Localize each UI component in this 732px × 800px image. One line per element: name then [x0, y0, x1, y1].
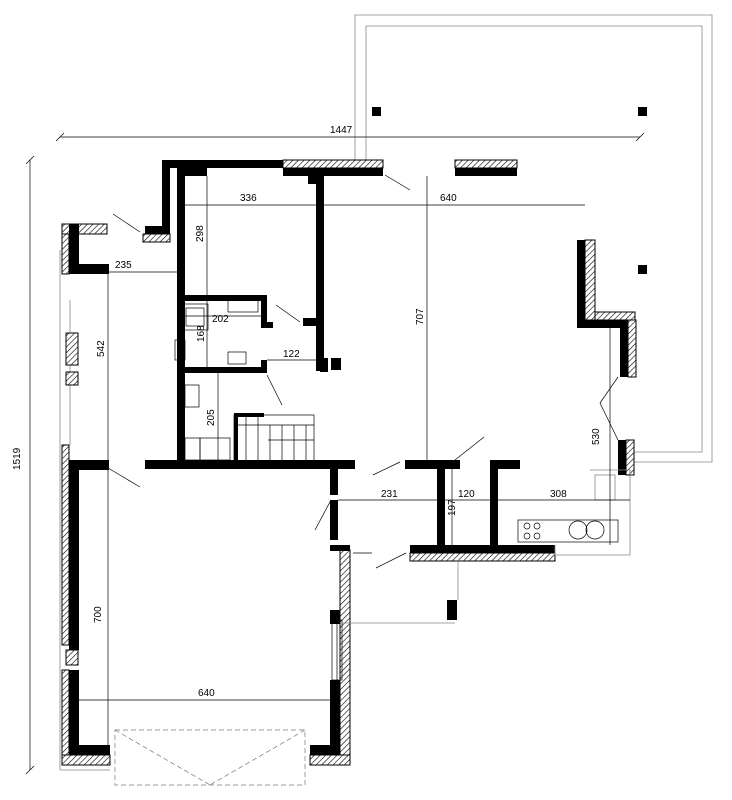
dim-room-top-height: 298 [195, 225, 206, 242]
bathroom-fixtures [174, 299, 341, 461]
kitchen-counter [517, 469, 631, 556]
dim-bath-height: 168 [196, 325, 207, 342]
windows [331, 560, 459, 681]
dim-corridor-height: 197 [447, 499, 458, 516]
dim-garage-height: 700 [93, 606, 104, 623]
staircase [233, 413, 315, 462]
dim-garage-width: 640 [198, 688, 215, 699]
dim-left-room-height: 542 [96, 340, 107, 357]
terrace-post-1 [372, 107, 381, 116]
dim-kitchen-width: 308 [550, 489, 567, 500]
dim-stair-room-height: 205 [206, 409, 217, 426]
dim-terrace-height: 530 [591, 428, 602, 445]
dim-room-top-width: 336 [240, 193, 257, 204]
dim-living-height: 707 [415, 308, 426, 325]
dim-living-width: 640 [440, 193, 457, 204]
terrace-post-2 [638, 107, 647, 116]
dim-bath-width: 202 [212, 314, 229, 325]
garage-door [114, 729, 306, 786]
dim-left-room-width: 235 [115, 260, 132, 271]
dim-wc-width: 122 [283, 349, 300, 360]
dim-hall-width: 231 [381, 489, 398, 500]
dim-overall-width: 1447 [330, 125, 353, 136]
sink-icon [568, 520, 588, 540]
dimension-lines [25, 132, 645, 775]
terrace-outline [354, 14, 713, 463]
door-swings [107, 174, 619, 569]
dim-overall-height: 1519 [12, 447, 23, 470]
exterior-walls [61, 159, 637, 766]
terrace-post-3 [638, 265, 647, 274]
dim-corridor-width: 120 [458, 489, 475, 500]
cooktop-burner [523, 522, 531, 530]
dimension-labels: 1447 1519 336 640 298 235 542 707 202 16… [12, 125, 602, 699]
